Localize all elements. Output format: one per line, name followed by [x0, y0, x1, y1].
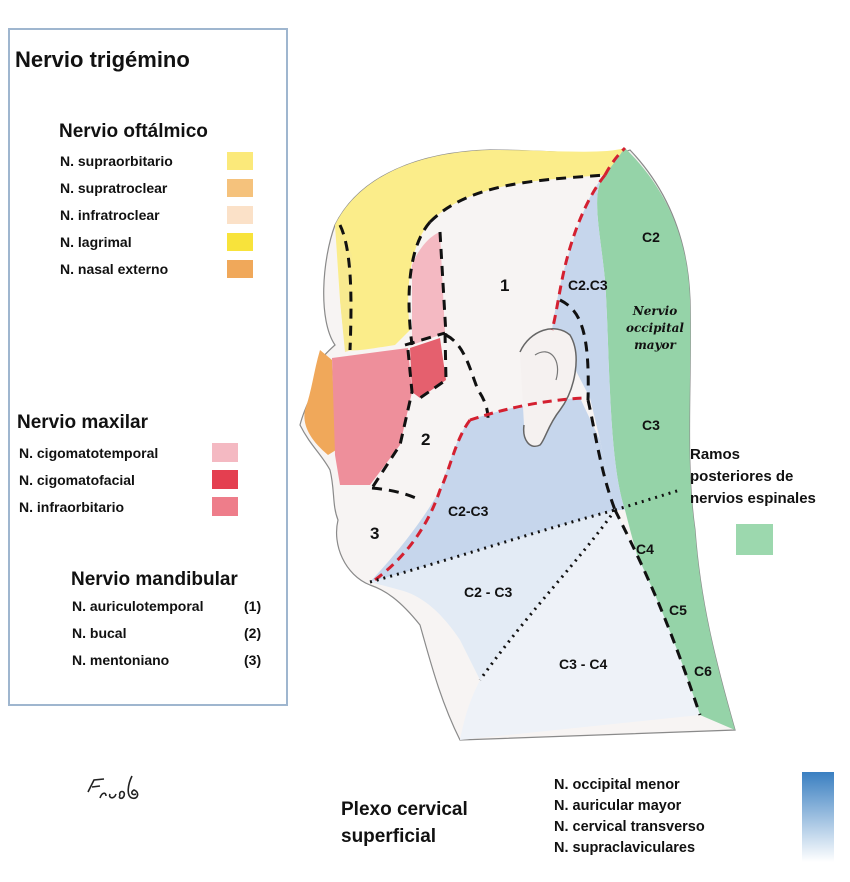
plexo-gradient-swatch — [802, 772, 834, 862]
plexo-title-line-1: Plexo cervical — [341, 799, 468, 820]
ramos-swatch — [736, 524, 773, 555]
label-region-1: 1 — [500, 276, 510, 295]
plexo-item-auricular-mayor: N. auricular mayor — [554, 798, 682, 814]
region-ramos-posteriores — [597, 148, 735, 730]
label-c4: C4 — [636, 541, 654, 557]
region-cigomatotemporal — [412, 232, 445, 345]
script-line-2: occipital — [625, 321, 684, 335]
legend-item-number: (2) — [244, 625, 262, 641]
legend-swatch — [227, 233, 253, 251]
legend-item-label: N. nasal externo — [60, 261, 169, 277]
ramos-line-2: posteriores de — [690, 468, 794, 485]
ear — [519, 327, 577, 447]
script-line-1: Nervio — [632, 304, 678, 318]
region-infraorbitario — [332, 348, 412, 485]
legend-item-number: (3) — [244, 652, 262, 668]
legend-swatch — [227, 179, 253, 197]
label-c2-c3-face: C2-C3 — [448, 503, 489, 519]
label-c2: C2 — [642, 229, 660, 245]
legend-item-number: (1) — [244, 598, 262, 614]
ramos-line-3: nervios espinales — [690, 490, 816, 507]
legend-item-label: N. lagrimal — [60, 234, 132, 250]
region-nasal-externo — [304, 350, 336, 455]
plexo-title-line-2: superficial — [341, 826, 437, 847]
legend-title: Nervio trigémino — [15, 47, 190, 72]
mandibular-title: Nervio mandibular — [71, 569, 238, 590]
label-c2-c3-occipital: C2.C3 — [568, 277, 608, 293]
region-supraorbitario — [335, 148, 625, 351]
plexo-item-occipital-menor: N. occipital menor — [554, 777, 680, 793]
legend-panel — [8, 28, 288, 706]
legend-item-label: N. auriculotemporal — [72, 598, 204, 614]
label-c6: C6 — [694, 663, 712, 679]
legend-swatch — [212, 497, 238, 516]
script-line-3: mayor — [634, 338, 676, 352]
region-cigomatofacial — [410, 338, 446, 398]
region-c2-c3-lower — [370, 398, 615, 582]
legend-swatch — [227, 152, 253, 170]
legend-item-label: N. cigomatofacial — [19, 472, 135, 488]
legend-item-label: N. bucal — [72, 625, 127, 641]
legend-item-label: N. supraorbitario — [60, 153, 173, 169]
ramos-label: Ramos posteriores de nervios espinales — [690, 444, 816, 510]
label-region-3: 3 — [370, 524, 380, 543]
legend-item-label: N. infraorbitario — [19, 499, 125, 515]
label-c3-c4: C3 - C4 — [559, 656, 608, 672]
region-c2-c3-neck — [370, 510, 615, 680]
plexo-list: N. occipital menor N. auricular mayor N.… — [554, 775, 705, 859]
ramos-line-1: Ramos — [690, 446, 741, 463]
region-c2-c3-upper — [552, 175, 625, 510]
plexo-item-cervical-transverso: N. cervical transverso — [554, 819, 705, 835]
label-c5: C5 — [669, 602, 687, 618]
legend-item-label: N. infratroclear — [60, 207, 160, 223]
legend-swatch — [227, 206, 253, 224]
region-c3-c4 — [460, 510, 700, 740]
legend-swatch — [212, 470, 238, 489]
legend-item-label: N. mentoniano — [72, 652, 170, 668]
label-region-2: 2 — [421, 430, 431, 449]
signature — [87, 775, 139, 800]
dashed-boundaries — [338, 173, 617, 511]
legend-swatch — [227, 260, 253, 278]
label-nervio-occipital-mayor: Nervio occipital mayor — [620, 303, 690, 354]
label-c2-c3-neck: C2 - C3 — [464, 584, 513, 600]
legend-item-label: N. cigomatotemporal — [19, 445, 159, 461]
dotted-boundaries — [369, 488, 681, 681]
legend-item-label: N. supratroclear — [60, 180, 168, 196]
maxilar-title: Nervio maxilar — [17, 412, 148, 433]
plexo-item-supraclaviculares: N. supraclaviculares — [554, 840, 696, 856]
label-c3: C3 — [642, 417, 660, 433]
legend-swatch — [212, 443, 238, 462]
red-boundaries — [371, 146, 627, 584]
oftalmico-title: Nervio oftálmico — [59, 121, 208, 142]
plexo-title: Plexo cervical superficial — [341, 796, 468, 850]
